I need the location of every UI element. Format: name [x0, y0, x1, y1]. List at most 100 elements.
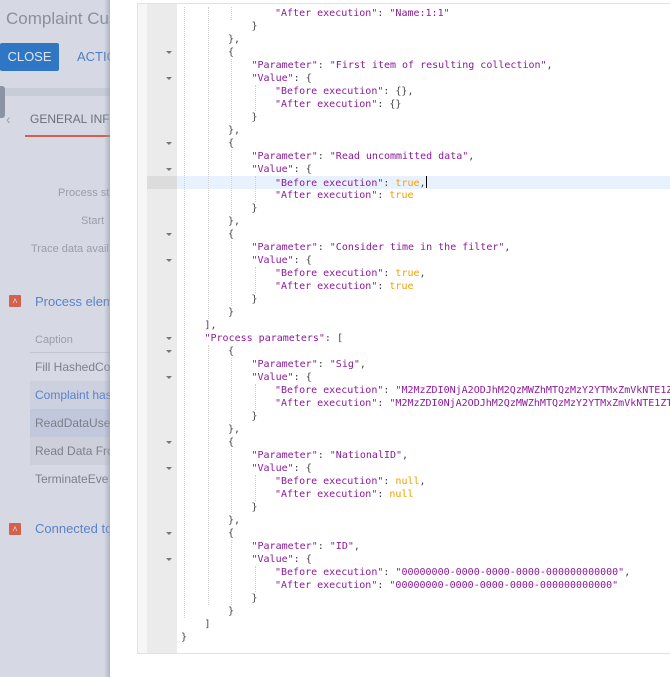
json-string: "00000000-0000-0000-0000-000000000000" — [389, 580, 619, 591]
code-line[interactable]: "Value": { — [252, 553, 312, 566]
json-punctuation: , — [359, 359, 366, 370]
chevron-up-icon[interactable]: ˄ — [9, 523, 21, 535]
json-punctuation: : — [317, 242, 330, 253]
code-line[interactable]: "Before execution": true, — [275, 176, 427, 189]
close-button[interactable]: CLOSE — [0, 43, 59, 71]
code-line[interactable]: "Parameter": "NationalID", — [252, 449, 409, 462]
code-line[interactable]: { — [228, 436, 234, 449]
json-punctuation: : { — [293, 554, 312, 565]
code-line[interactable]: "After execution": "M2MzZDI0NjA2ODJhM2Qz… — [275, 397, 670, 410]
code-line[interactable]: { — [228, 137, 234, 150]
code-line[interactable]: }, — [228, 215, 240, 228]
code-line[interactable]: }, — [228, 33, 240, 46]
code-line[interactable]: "After execution": "00000000-0000-0000-0… — [275, 579, 618, 592]
code-line[interactable]: "Value": { — [252, 254, 312, 267]
fold-toggle-icon[interactable] — [166, 77, 172, 80]
code-line[interactable]: ], — [205, 319, 217, 332]
json-key: "Before execution" — [275, 567, 384, 578]
code-line[interactable]: "After execution": true — [275, 189, 414, 202]
json-punctuation: : — [317, 359, 330, 370]
section-title-process-elements[interactable]: Process elem — [35, 294, 110, 309]
code-line[interactable]: "Value": { — [252, 371, 312, 384]
json-literal: null — [389, 489, 414, 500]
code-line[interactable]: } — [252, 20, 258, 33]
code-line[interactable]: "Before execution": {}, — [275, 85, 413, 98]
editor-gutter-margin — [138, 4, 147, 653]
fold-toggle-icon[interactable] — [166, 558, 172, 561]
chevron-left-icon[interactable]: ‹ — [6, 111, 11, 127]
code-line[interactable]: "Before execution": true, — [275, 267, 426, 280]
fold-toggle-icon[interactable] — [166, 532, 172, 535]
scroll-handle[interactable] — [0, 86, 5, 118]
code-line[interactable]: }, — [228, 514, 240, 527]
code-line[interactable]: } — [252, 501, 258, 514]
code-line[interactable]: "Parameter": "ID", — [252, 540, 360, 553]
fold-toggle-icon[interactable] — [166, 142, 172, 145]
background-page: Complaint Cus CLOSE ACTIO ‹ GENERAL INFO… — [0, 0, 110, 677]
json-key: "Value" — [251, 554, 294, 565]
code-line[interactable]: } — [252, 410, 258, 423]
json-punctuation: }, — [228, 515, 241, 526]
indent-guide — [231, 7, 232, 20]
json-punctuation: : { — [293, 164, 312, 175]
fold-toggle-icon[interactable] — [166, 441, 172, 444]
actions-button[interactable]: ACTIO — [77, 49, 110, 64]
json-punctuation: }, — [228, 125, 241, 136]
fold-toggle-icon[interactable] — [166, 337, 172, 340]
fold-toggle-icon[interactable] — [166, 259, 172, 262]
code-editor[interactable]: "After execution": "Name:1:1"}},{"Parame… — [137, 3, 670, 654]
section-title-connected-to[interactable]: Connected to — [35, 521, 110, 536]
code-line[interactable]: }, — [228, 124, 240, 137]
code-line[interactable]: "Value": { — [252, 72, 312, 85]
code-line[interactable]: } — [252, 592, 258, 605]
json-punctuation: , — [402, 450, 409, 461]
code-line[interactable]: } — [252, 293, 258, 306]
column-header-caption[interactable]: Caption — [35, 334, 73, 346]
json-punctuation: }, — [228, 34, 241, 45]
json-key: "Value" — [251, 463, 294, 474]
fold-toggle-icon[interactable] — [166, 51, 172, 54]
json-string: "Read uncommitted data" — [329, 151, 469, 162]
table-row[interactable]: TerminateEve — [35, 472, 109, 486]
table-row[interactable]: Read Data Fro — [30, 437, 110, 465]
code-line[interactable]: }, — [228, 423, 240, 436]
code-line[interactable]: "Value": { — [252, 462, 312, 475]
json-key: "After execution" — [275, 398, 378, 409]
code-line[interactable]: { — [228, 46, 234, 59]
json-key: "Parameter" — [251, 242, 318, 253]
code-line[interactable]: "After execution": null — [275, 488, 414, 501]
code-line[interactable]: "Parameter": "First item of resulting co… — [252, 59, 553, 72]
code-line[interactable]: "Before execution": "M2MzZDI0NjA2ODJhM2Q… — [275, 384, 670, 397]
code-line[interactable]: "Before execution": "00000000-0000-0000-… — [275, 566, 630, 579]
code-line[interactable]: "Process parameters": [ — [205, 332, 343, 345]
table-row[interactable]: ReadDataUse — [30, 409, 110, 437]
fold-toggle-icon[interactable] — [166, 467, 172, 470]
code-line[interactable]: } — [228, 306, 234, 319]
code-line[interactable]: "Parameter": "Consider time in the filte… — [252, 241, 511, 254]
table-row[interactable]: Complaint has — [30, 381, 110, 409]
fold-toggle-icon[interactable] — [166, 233, 172, 236]
tab-general-info[interactable]: GENERAL INFO — [30, 112, 110, 126]
code-line[interactable]: ] — [205, 618, 211, 631]
code-line[interactable]: "After execution": true — [275, 280, 414, 293]
code-line[interactable]: { — [228, 345, 234, 358]
code-line[interactable]: { — [228, 527, 234, 540]
code-line[interactable]: "After execution": "Name:1:1" — [275, 7, 450, 20]
fold-toggle-icon[interactable] — [166, 168, 172, 171]
code-line[interactable]: } — [181, 631, 187, 644]
code-line[interactable]: "After execution": {} — [275, 98, 401, 111]
fold-toggle-icon[interactable] — [166, 376, 172, 379]
code-line[interactable]: "Parameter": "Sig", — [252, 358, 366, 371]
fold-toggle-icon[interactable] — [166, 350, 172, 353]
code-line[interactable]: "Parameter": "Read uncommitted data", — [252, 150, 475, 163]
code-line[interactable]: "Value": { — [252, 163, 312, 176]
code-content[interactable]: "After execution": "Name:1:1"}},{"Parame… — [177, 4, 670, 653]
code-line[interactable]: } — [252, 111, 258, 124]
chevron-up-icon[interactable]: ˄ — [9, 295, 21, 307]
table-row[interactable]: Fill HashedCo — [35, 360, 110, 374]
json-punctuation: { — [228, 138, 235, 149]
code-line[interactable]: { — [228, 228, 234, 241]
code-line[interactable]: "Before execution": null, — [275, 475, 426, 488]
code-line[interactable]: } — [228, 605, 234, 618]
code-line[interactable]: } — [252, 202, 258, 215]
